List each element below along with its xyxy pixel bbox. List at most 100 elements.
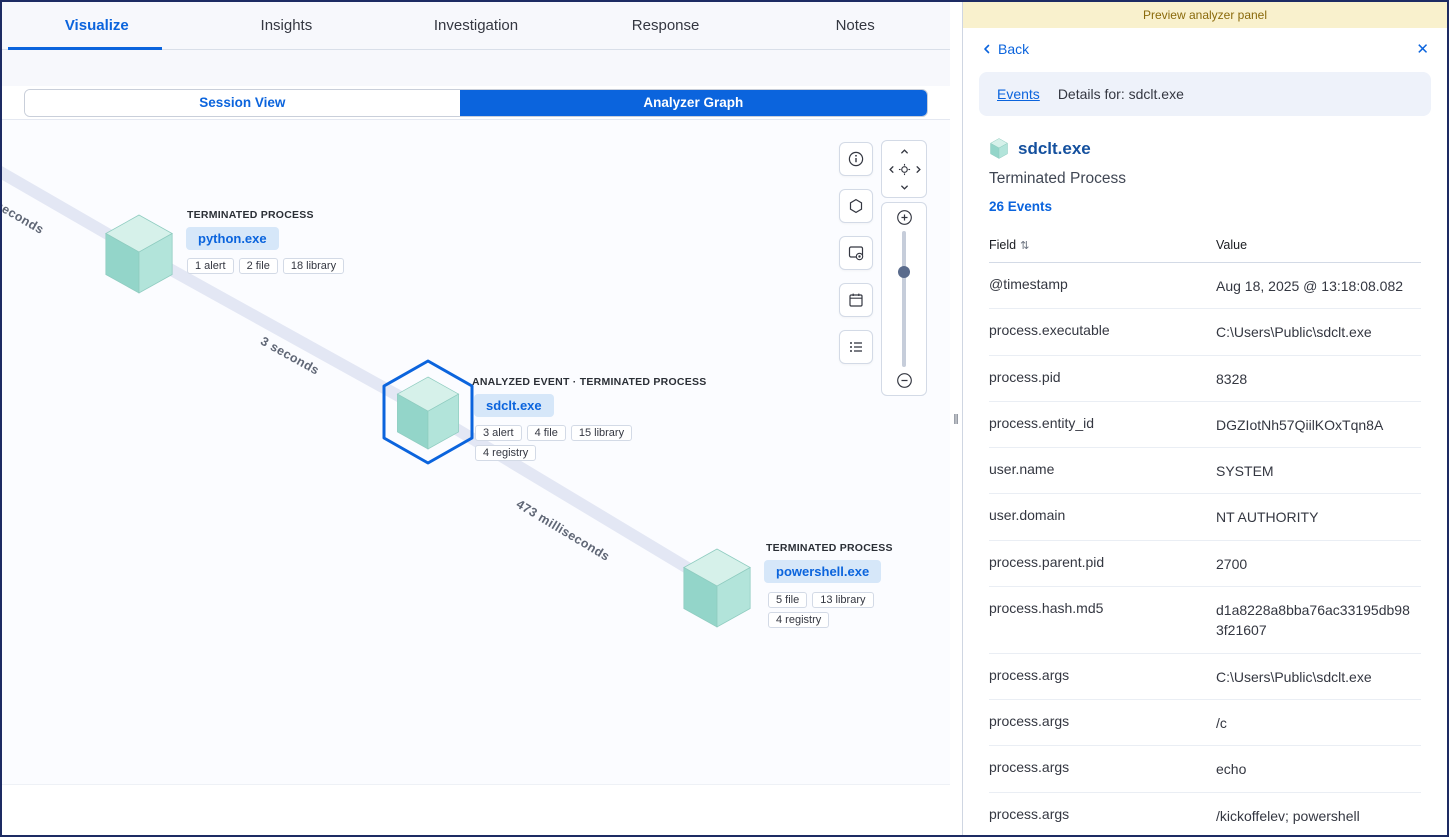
badge[interactable]: 15 library: [570, 425, 633, 441]
badge[interactable]: 3 alert: [475, 425, 522, 441]
panel-gear-icon: [848, 246, 864, 261]
tab-insights[interactable]: Insights: [192, 2, 382, 49]
tab-response[interactable]: Response: [571, 2, 761, 49]
badge[interactable]: 4 file: [526, 425, 566, 441]
tab-notes[interactable]: Notes: [760, 2, 950, 49]
field-value-table: Field ⇅ Value @timestamp Aug 18, 2025 @ …: [989, 232, 1421, 835]
node-type-label: TERMINATED PROCESS: [187, 209, 314, 221]
zoom-in-button[interactable]: [896, 209, 913, 226]
badge-row: 4 registry: [475, 445, 537, 461]
value-cell: echo: [1216, 746, 1421, 793]
node-badges-python: 1 alert 2 file 18 library: [187, 258, 345, 274]
resize-handle[interactable]: ‖: [953, 410, 959, 427]
field-cell: process.hash.md5: [989, 587, 1216, 654]
entity-summary: sdclt.exe Terminated Process 26 Events: [963, 116, 1447, 216]
pan-right-button[interactable]: [911, 162, 925, 176]
tab-insights-label: Insights: [260, 17, 313, 34]
value-cell: C:\Users\Public\sdclt.exe: [1216, 654, 1421, 700]
badge-row: 5 file 13 library: [768, 592, 874, 608]
process-node-sdclt[interactable]: [392, 375, 464, 456]
process-cube-icon: [683, 548, 751, 628]
session-view-button[interactable]: Session View: [25, 89, 460, 116]
tab-visualize[interactable]: Visualize: [2, 2, 192, 50]
pan-up-button[interactable]: [897, 144, 911, 158]
node-name-pill-python[interactable]: python.exe: [186, 227, 279, 250]
value-header-label: Value: [1216, 238, 1248, 252]
analyzer-graph-canvas[interactable]: seconds 3 seconds 473 milliseconds TERMI…: [2, 119, 950, 785]
graph-schema-button[interactable]: [839, 189, 873, 223]
analyzer-graph-button[interactable]: Analyzer Graph: [459, 89, 927, 116]
badge[interactable]: 2 file: [238, 258, 278, 274]
chevron-left-icon: [888, 165, 894, 173]
tab-investigation[interactable]: Investigation: [381, 2, 571, 49]
analyzer-preview-panel: Preview analyzer panel Back ✕ Events Det…: [962, 2, 1447, 835]
calendar-icon: [849, 293, 863, 307]
badge[interactable]: 1 alert: [187, 258, 234, 274]
zoom-slider[interactable]: [898, 231, 910, 367]
info-icon: [848, 151, 864, 167]
value-cell: SYSTEM: [1216, 448, 1421, 495]
graph-info-button[interactable]: [839, 142, 873, 176]
zoom-in-icon: [896, 210, 912, 225]
close-icon[interactable]: ✕: [1416, 40, 1429, 58]
entity-title-row: sdclt.exe: [989, 138, 1421, 159]
badge[interactable]: 5 file: [768, 592, 808, 608]
badge[interactable]: 13 library: [812, 592, 874, 608]
badge[interactable]: 18 library: [282, 258, 345, 274]
value-cell: Aug 18, 2025 @ 13:18:08.082: [1216, 263, 1421, 310]
table-row: process.executable C:\Users\Public\sdclt…: [989, 309, 1421, 356]
pan-left-button[interactable]: [884, 162, 898, 176]
events-count-link[interactable]: 26 Events: [989, 199, 1053, 214]
process-cube-icon: [396, 376, 460, 450]
pan-down-button[interactable]: [897, 180, 911, 194]
entity-title[interactable]: sdclt.exe: [1018, 138, 1091, 158]
field-cell: process.args: [989, 654, 1216, 700]
sort-icon[interactable]: ⇅: [1020, 239, 1030, 252]
center-camera-button[interactable]: [897, 162, 911, 176]
value-cell: /c: [1216, 700, 1421, 747]
process-node-python[interactable]: [100, 213, 178, 300]
field-cell: process.args: [989, 746, 1216, 793]
field-cell: process.entity_id: [989, 402, 1216, 449]
crosshair-icon: [898, 163, 910, 175]
node-name-pill-powershell[interactable]: powershell.exe: [764, 560, 882, 583]
list-icon: [850, 342, 862, 352]
subheader-strip: [2, 50, 950, 86]
process-node-powershell[interactable]: [678, 547, 756, 634]
chevron-right-icon: [915, 165, 921, 173]
process-cube-icon: [105, 214, 173, 294]
value-column-header: Value: [1216, 232, 1421, 263]
graph-legend-button[interactable]: [839, 330, 873, 364]
badge-row: 1 alert 2 file 18 library: [187, 258, 345, 274]
value-cell: DGZIotNh57QiilKOxTqn8A: [1216, 402, 1421, 449]
value-cell: 2700: [1216, 541, 1421, 588]
zoom-slider-handle[interactable]: [898, 266, 910, 279]
chevron-left-icon: [984, 44, 990, 54]
detail-tabs: Visualize Insights Investigation Respons…: [2, 2, 950, 50]
chevron-down-icon: [900, 184, 908, 190]
chevron-up-icon: [900, 148, 908, 154]
table-header-row: Field ⇅ Value: [989, 232, 1421, 263]
badge-row: 3 alert 4 file 15 library: [475, 425, 633, 441]
field-cell: process.pid: [989, 356, 1216, 402]
table-row: process.parent.pid 2700: [989, 541, 1421, 588]
badge[interactable]: 4 registry: [768, 612, 830, 628]
zoom-out-button[interactable]: [896, 372, 913, 389]
back-button[interactable]: Back: [981, 41, 1029, 57]
graph-date-button[interactable]: [839, 283, 873, 317]
hexagon-icon: [849, 198, 863, 214]
view-toggle-group: Session View Analyzer Graph: [24, 88, 928, 117]
field-column-header[interactable]: Field ⇅: [989, 232, 1216, 263]
node-badges-sdclt: 3 alert 4 file 15 library 4 registry: [475, 425, 633, 461]
breadcrumb-events-link[interactable]: Events: [997, 86, 1040, 102]
table-row: process.args /kickoffelev; powershell: [989, 793, 1421, 835]
graph-settings-button[interactable]: [839, 236, 873, 270]
value-cell: C:\Users\Public\sdclt.exe: [1216, 309, 1421, 356]
badge[interactable]: 4 registry: [475, 445, 537, 461]
value-cell: NT AUTHORITY: [1216, 494, 1421, 541]
tab-notes-label: Notes: [835, 17, 875, 34]
node-name-pill-sdclt[interactable]: sdclt.exe: [474, 394, 554, 417]
field-header-label: Field: [989, 238, 1017, 252]
field-cell: process.args: [989, 700, 1216, 747]
field-cell: user.domain: [989, 494, 1216, 541]
